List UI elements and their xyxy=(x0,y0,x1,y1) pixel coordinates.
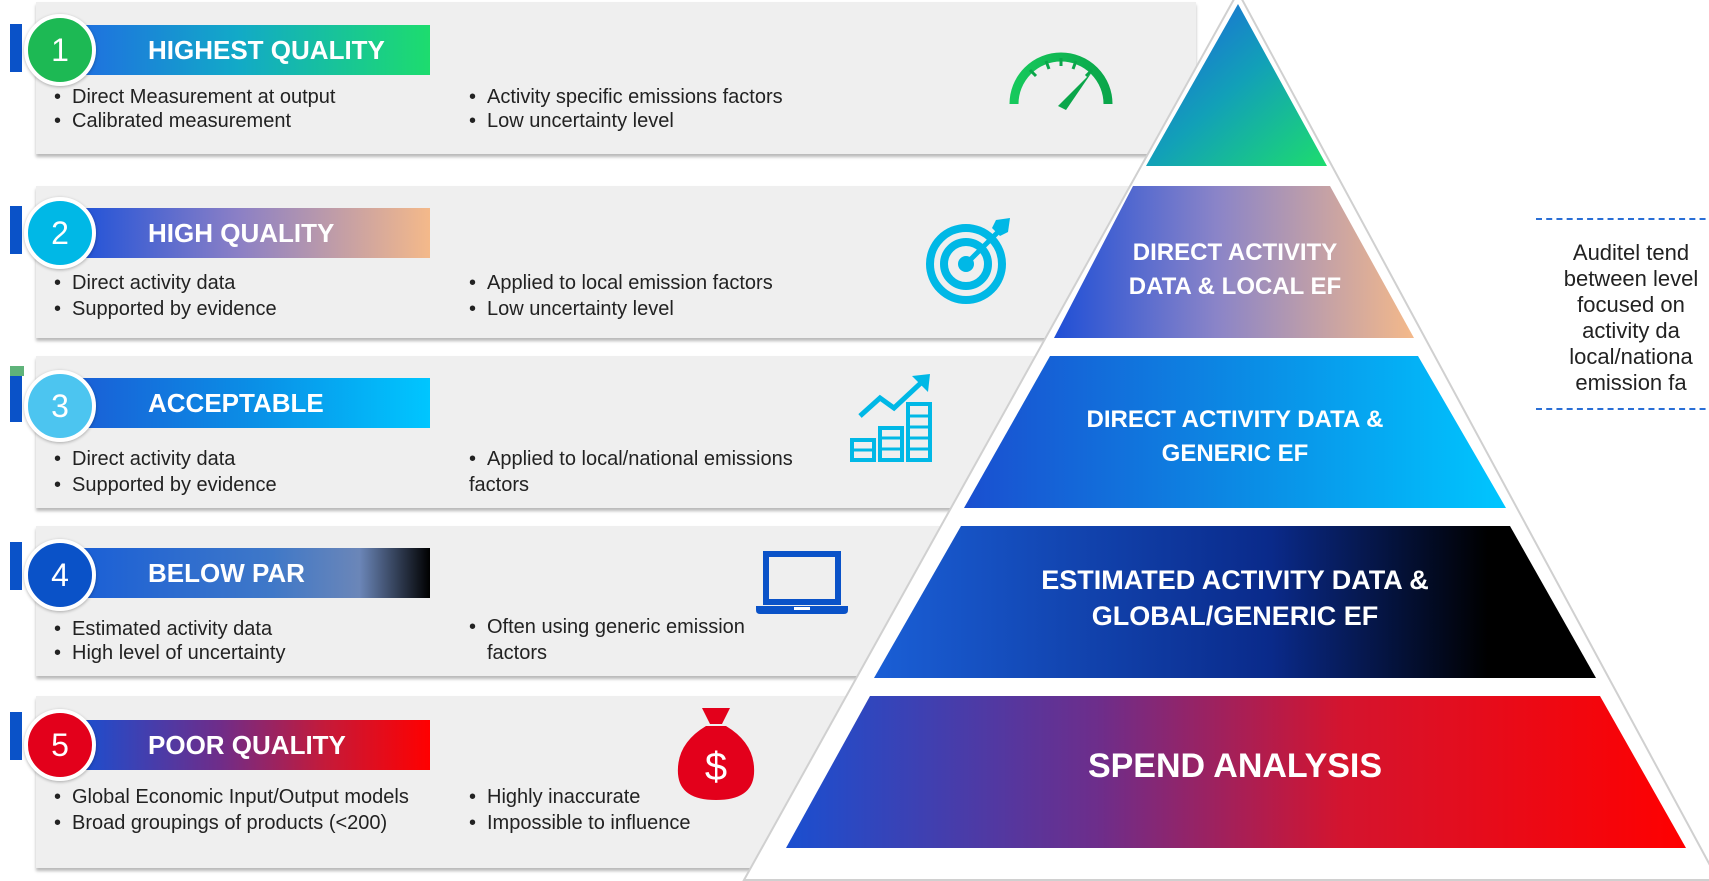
level-1-left-bullet-2: •Calibrated measurement xyxy=(54,110,291,132)
level-5-title: POOR QUALITY xyxy=(148,729,346,760)
level-5-left-bullet-1: •Global Economic Input/Output models xyxy=(54,786,409,808)
level-3-tab-accent-top xyxy=(10,366,24,376)
pyramid-tier-5 xyxy=(786,696,1686,848)
level-1-title: HIGHEST QUALITY xyxy=(148,34,385,65)
pyramid-tier-2 xyxy=(1054,186,1414,338)
level-1-right-bullet-2: •Low uncertainty level xyxy=(469,110,674,132)
level-4-title: BELOW PAR xyxy=(148,557,305,588)
level-2-tab-accent xyxy=(10,206,22,254)
tier-3-label: DIRECT ACTIVITY DATA &GENERIC EF xyxy=(1086,406,1384,467)
level-5-left-bullet-2: •Broad groupings of products (<200) xyxy=(54,812,388,834)
level-4-left-bullet-1: •Estimated activity data xyxy=(54,618,273,640)
level-4-title-bar: BELOW PAR xyxy=(78,548,430,598)
level-5-number: 5 xyxy=(24,709,96,781)
level-1-right-bullet-1: •Activity specific emissions factors xyxy=(469,86,783,108)
level-2-title: HIGH QUALITY xyxy=(148,217,335,248)
pyramid-tier-3 xyxy=(964,356,1506,508)
target-icon xyxy=(924,214,1016,306)
pyramid-tier-4 xyxy=(874,526,1596,678)
note-line-6: emission fa xyxy=(1575,370,1687,395)
level-3-number: 3 xyxy=(24,370,96,442)
level-1-number: 1 xyxy=(24,14,96,86)
level-3-tab-accent xyxy=(10,374,22,422)
level-4-right-bullet-1: •Often using generic emission xyxy=(469,616,745,638)
level-2-number: 2 xyxy=(24,197,96,269)
level-4-tab-accent xyxy=(10,542,22,590)
note-line-4: activity da xyxy=(1582,318,1680,343)
note-line-1: Auditel tend xyxy=(1572,240,1690,265)
tier-5-label: SPEND ANALYSIS xyxy=(1087,747,1383,785)
note-line-2: between level xyxy=(1563,266,1699,291)
level-1-title-bar: HIGHEST QUALITY xyxy=(78,25,430,75)
level-3-left-bullet-2: •Supported by evidence xyxy=(54,474,277,496)
level-5-right-bullet-2: •Impossible to influence xyxy=(469,812,691,834)
level-5-title-bar: POOR QUALITY xyxy=(78,720,430,770)
money-bag-icon: $ xyxy=(676,704,756,804)
level-2-title-bar: HIGH QUALITY xyxy=(78,208,430,258)
laptop-icon xyxy=(754,550,850,616)
note-box: Auditel tend between level focused on ac… xyxy=(1536,218,1709,410)
note-line-5: local/nationa xyxy=(1569,344,1693,369)
level-4-number: 4 xyxy=(24,539,96,611)
level-3-right-bullet-2: factors xyxy=(469,474,530,496)
level-3-title: ACCEPTABLE xyxy=(148,387,324,418)
level-3-left-bullet-1: •Direct activity data xyxy=(54,448,236,470)
level-1-left-bullet-1: •Direct Measurement at output xyxy=(54,86,336,108)
level-2-left-bullet-1: •Direct activity data xyxy=(54,272,236,294)
level-5-right-bullet-1: •Highly inaccurate xyxy=(469,786,641,808)
note-line-3: focused on xyxy=(1577,292,1685,317)
level-1-tab-accent xyxy=(10,24,22,72)
level-2-right-bullet-2: •Low uncertainty level xyxy=(469,298,674,320)
level-4-right-bullet-2: factors xyxy=(487,642,548,664)
pyramid-tier-1 xyxy=(1146,4,1327,166)
level-3-title-bar: ACCEPTABLE xyxy=(78,378,430,428)
tier-4-label: ESTIMATED ACTIVITY DATA &GLOBAL/GENERIC … xyxy=(1041,565,1429,631)
level-4-left-bullet-2: •High level of uncertainty xyxy=(54,642,286,664)
level-3-right-bullet-1: •Applied to local/national emissions xyxy=(469,448,793,470)
level-2-left-bullet-2: •Supported by evidence xyxy=(54,298,277,320)
svg-text:$: $ xyxy=(705,745,727,789)
level-2-panel: •Direct activity data •Supported by evid… xyxy=(36,186,1196,338)
level-5-tab-accent xyxy=(10,712,22,760)
speedometer-icon xyxy=(1006,48,1116,110)
level-2-right-bullet-1: •Applied to local emission factors xyxy=(469,272,773,294)
growth-chart-icon xyxy=(848,370,940,462)
